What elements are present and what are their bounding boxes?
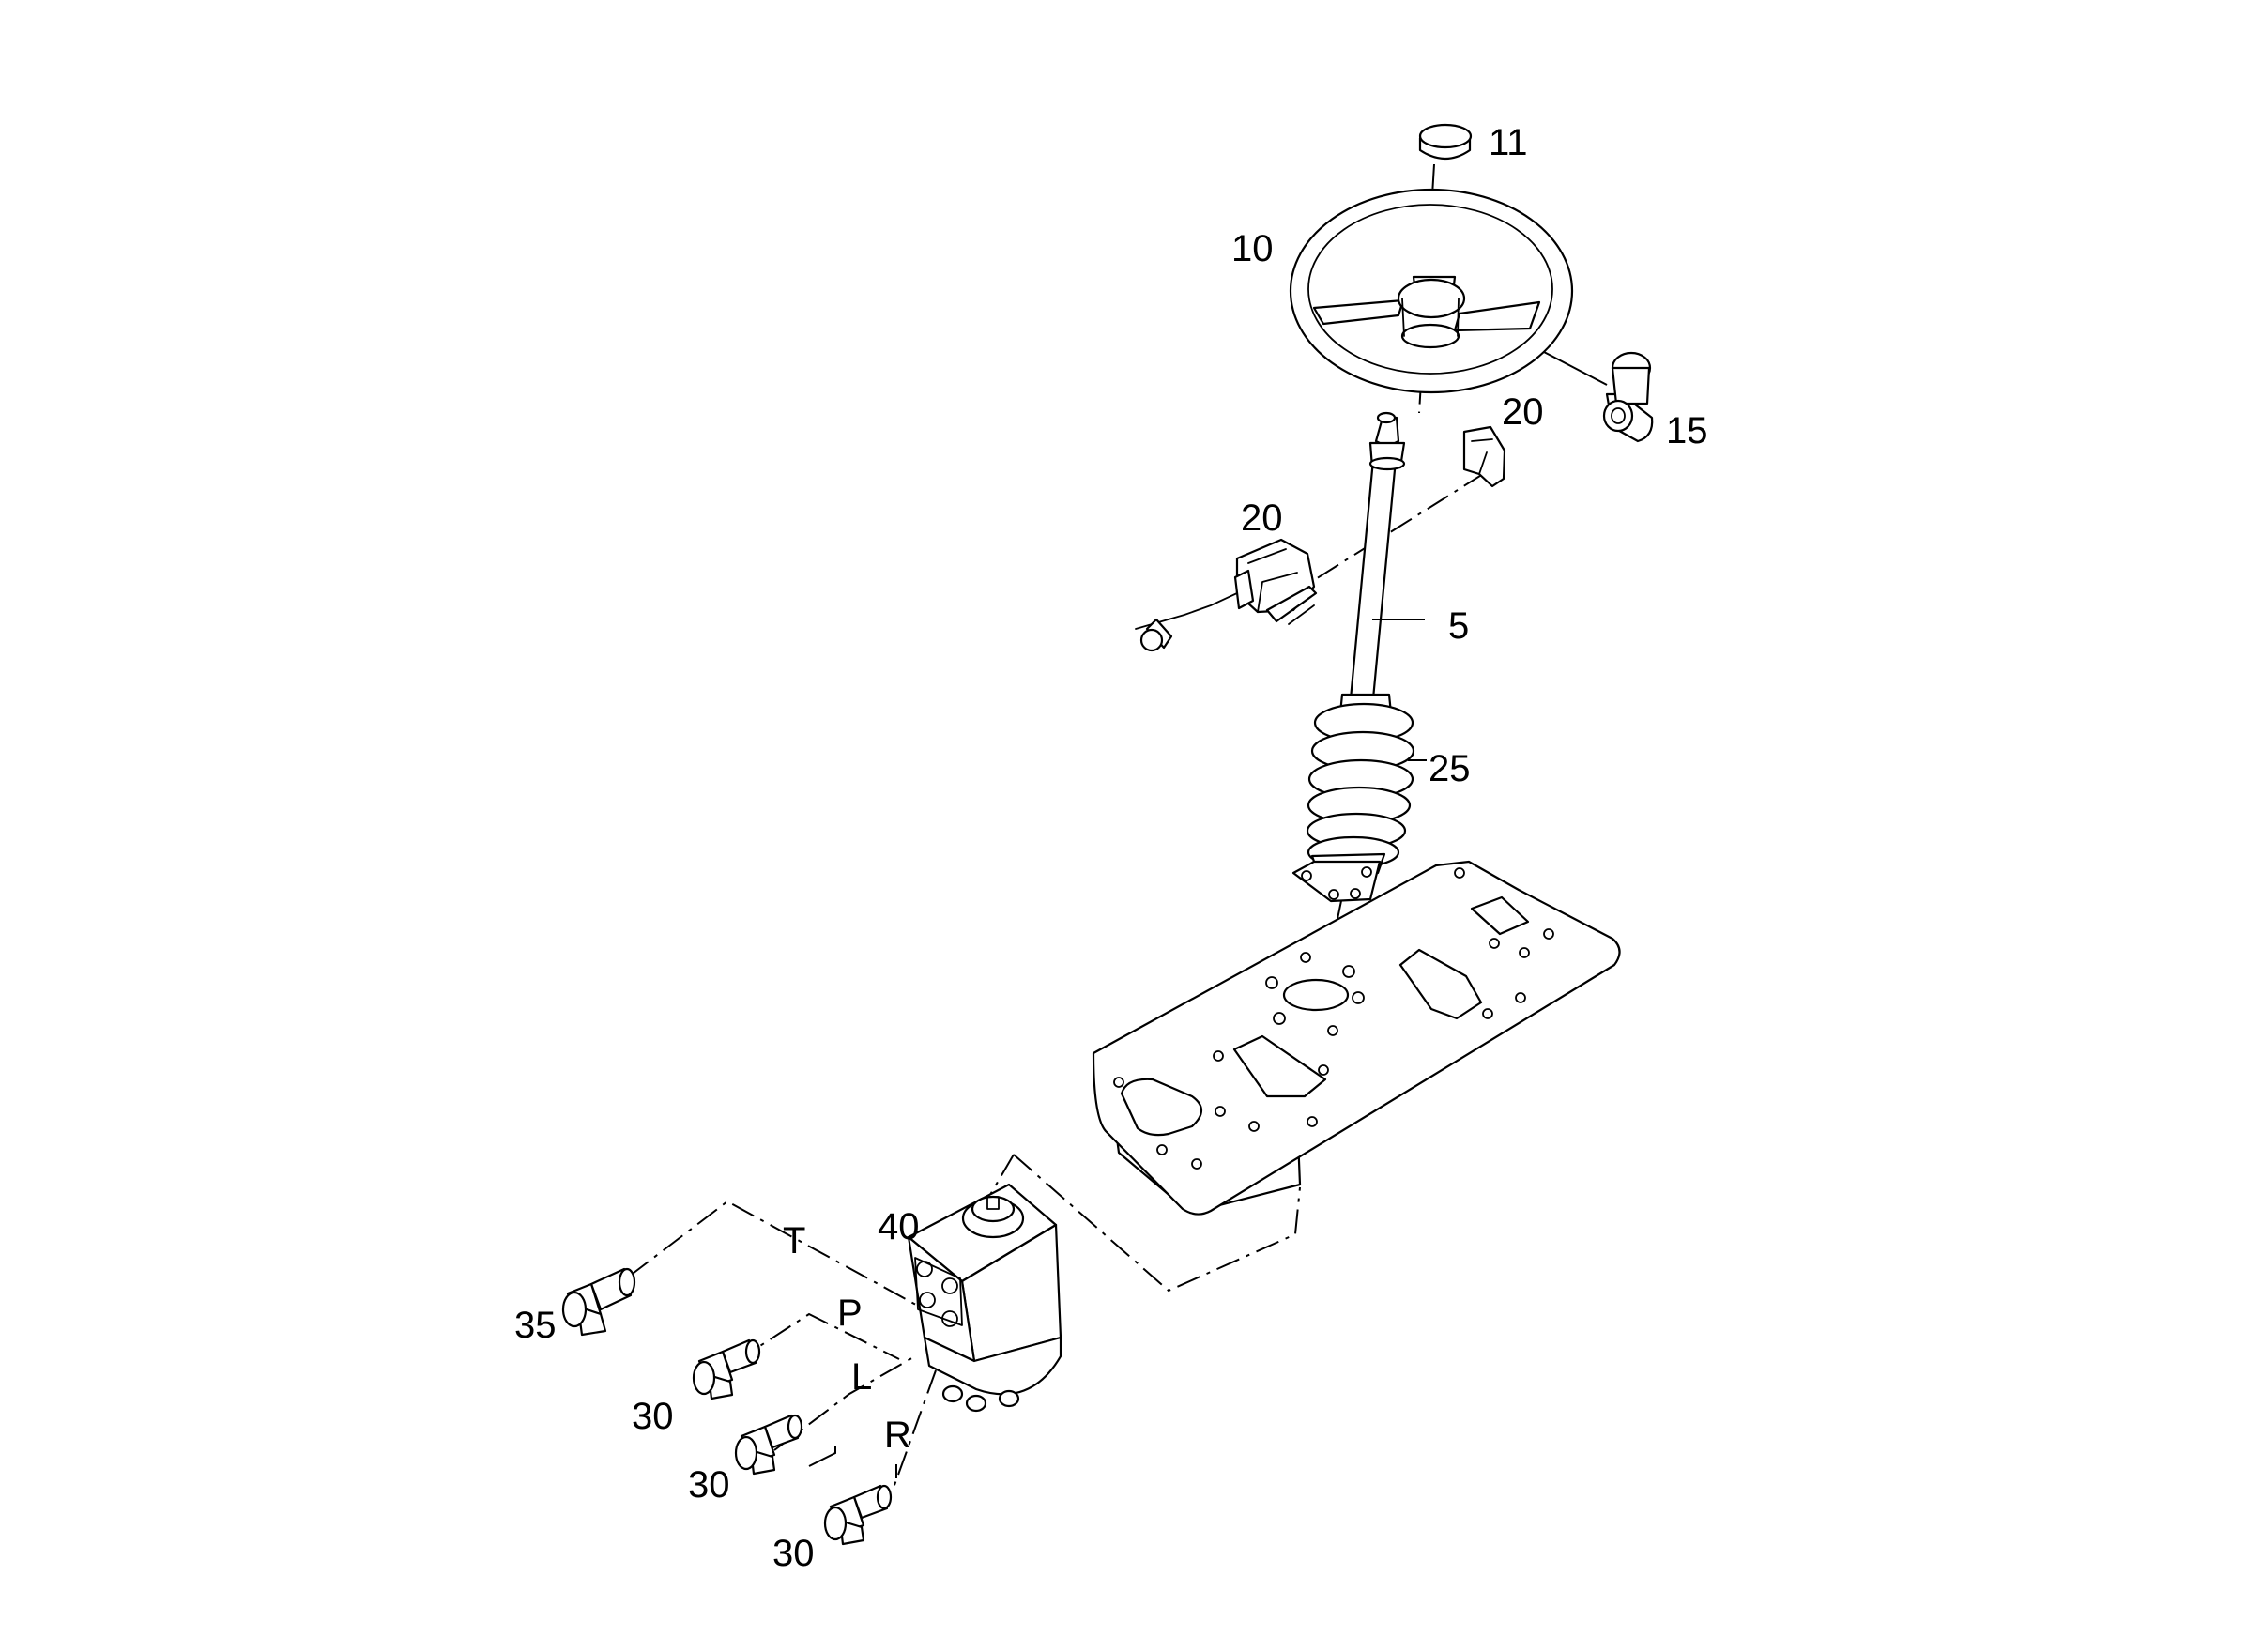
steering-valve	[907, 1183, 1062, 1413]
callout-20-left: 20	[1241, 497, 1283, 539]
fitting-30-c	[823, 1484, 893, 1546]
callout-15: 15	[1666, 410, 1708, 451]
callout-30-bottom: 30	[772, 1533, 815, 1574]
column-clamp-right	[1462, 425, 1506, 488]
callout-20-right: 20	[1502, 391, 1544, 433]
port-label-p: P	[837, 1293, 863, 1334]
floor-plate	[1092, 860, 1621, 1216]
callout-35: 35	[514, 1305, 557, 1346]
indicator-switch	[1135, 538, 1318, 652]
port-labels: T P L R	[783, 1220, 911, 1456]
fitting-30-a	[692, 1338, 761, 1400]
plate-holes	[1113, 867, 1554, 1170]
steering-wheel	[1289, 188, 1574, 394]
callout-labels: 11 10 15 20 20 5 25 40 35 30 30 30	[514, 122, 1708, 1574]
rubber-bellows	[1291, 693, 1415, 903]
fitting-35	[561, 1267, 636, 1337]
callout-25: 25	[1429, 748, 1471, 789]
port-label-r: R	[884, 1415, 911, 1456]
callout-30-top: 30	[632, 1396, 674, 1437]
hub-cap	[1418, 123, 1473, 161]
steering-column	[1348, 411, 1406, 711]
leader-lines	[808, 351, 1608, 1478]
callout-5: 5	[1448, 605, 1469, 647]
callout-40: 40	[878, 1206, 920, 1247]
spinner-knob	[1602, 351, 1654, 443]
fitting-30-b	[734, 1414, 803, 1476]
callout-30-middle: 30	[688, 1464, 730, 1506]
port-label-l: L	[851, 1356, 872, 1398]
callout-11: 11	[1489, 122, 1528, 163]
callout-10: 10	[1231, 228, 1274, 269]
port-label-t: T	[783, 1220, 805, 1262]
